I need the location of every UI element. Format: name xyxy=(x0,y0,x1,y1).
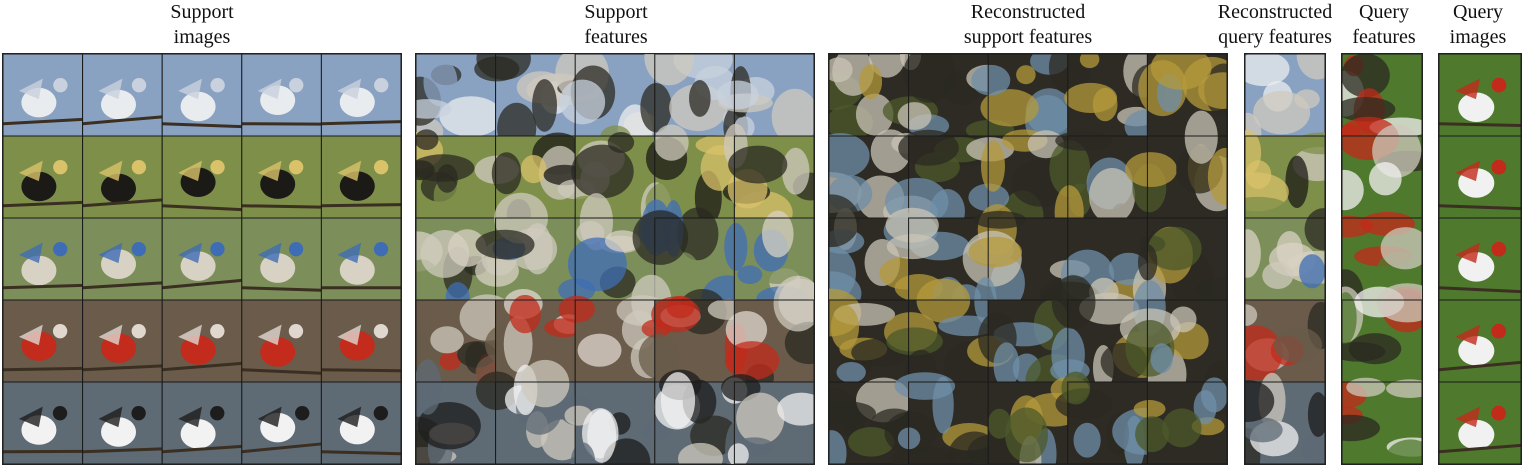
support-images-tile xyxy=(3,381,84,464)
caption-line: images xyxy=(173,26,231,48)
query-images-tile xyxy=(1439,217,1521,301)
reconstructed-support-features-grid xyxy=(828,53,1228,465)
query-images-strip xyxy=(1438,53,1522,465)
support-features-tile xyxy=(716,54,814,148)
caption-line: Query xyxy=(1359,1,1409,23)
support-images-tile xyxy=(82,381,163,464)
reconstructed-support-tile xyxy=(829,54,910,141)
reconstructed-support-tile xyxy=(962,204,1093,315)
caption-query-images: Query images xyxy=(1438,0,1518,50)
support-images-tile xyxy=(320,135,401,219)
support-images-tile xyxy=(320,54,401,137)
caption-line: features xyxy=(584,26,648,48)
support-images-tile xyxy=(82,217,163,301)
support-images-tile xyxy=(320,217,401,301)
reconstructed-query-tile xyxy=(1245,208,1325,301)
support-images-tile xyxy=(3,54,84,137)
caption-line: images xyxy=(1449,26,1507,48)
reconstructed-support-tile xyxy=(1131,54,1227,137)
reconstructed-support-tile xyxy=(829,377,919,464)
caption-line: Reconstructed xyxy=(1217,1,1333,23)
support-images-tile xyxy=(241,54,322,137)
support-images-tile xyxy=(82,54,163,137)
support-images-tile xyxy=(3,217,84,301)
support-images-tile xyxy=(161,217,243,301)
reconstructed-query-tile xyxy=(1245,299,1325,383)
reconstructed-support-tile xyxy=(1132,217,1227,315)
caption-line: features xyxy=(1352,26,1416,48)
support-images-tile xyxy=(161,54,243,137)
support-images-tile xyxy=(82,135,163,219)
support-images-grid xyxy=(2,53,402,465)
caption-reconstructed-support: Reconstructed support features xyxy=(938,0,1118,50)
support-features-tile xyxy=(638,288,750,383)
caption-line: Query xyxy=(1453,1,1503,23)
caption-reconstructed-query: Reconstructed query features xyxy=(1208,0,1342,50)
caption-support-images: Support images xyxy=(150,0,254,50)
caption-line: query features xyxy=(1218,26,1332,48)
support-features-tile xyxy=(416,129,497,219)
support-images-tile xyxy=(320,299,401,383)
support-features-tile xyxy=(724,275,814,391)
support-features-tile xyxy=(416,359,497,464)
support-images-tile xyxy=(161,135,243,219)
reconstructed-query-features-strip xyxy=(1244,53,1326,465)
support-features-tile xyxy=(724,210,814,311)
caption-support-features: Support features xyxy=(556,0,676,50)
query-images-tile xyxy=(1439,299,1521,383)
caption-line: Support xyxy=(584,1,648,23)
query-features-tile xyxy=(1342,211,1422,322)
support-images-tile xyxy=(3,299,84,383)
support-images-tile xyxy=(3,135,84,219)
support-features-grid xyxy=(415,53,815,465)
caption-query-features: Query features xyxy=(1344,0,1424,50)
query-features-tile xyxy=(1342,283,1422,383)
caption-line: Reconstructed xyxy=(970,1,1086,23)
query-images-tile xyxy=(1439,135,1521,219)
reconstructed-support-tile xyxy=(829,288,910,383)
support-images-tile xyxy=(161,381,243,464)
reconstructed-support-tile xyxy=(1049,130,1148,240)
query-images-tile xyxy=(1439,381,1521,464)
support-images-tile xyxy=(241,299,322,383)
support-features-tile xyxy=(640,54,743,137)
caption-line: support features xyxy=(963,26,1093,48)
support-images-tile xyxy=(241,381,322,464)
support-features-tile xyxy=(642,369,738,464)
support-features-tile xyxy=(721,374,814,464)
reconstructed-support-tile xyxy=(1125,110,1227,219)
support-images-tile xyxy=(82,299,163,383)
reconstructed-query-tile xyxy=(1245,372,1325,464)
reconstructed-query-tile xyxy=(1245,130,1325,219)
support-features-tile xyxy=(558,274,672,383)
query-features-strip xyxy=(1341,53,1423,465)
support-features-tile xyxy=(416,217,497,313)
support-images-tile xyxy=(320,381,401,464)
support-images-tile xyxy=(161,299,243,383)
reconstructed-support-tile xyxy=(1133,360,1227,464)
support-images-tile xyxy=(241,217,322,301)
query-images-tile xyxy=(1439,54,1521,137)
support-features-tile xyxy=(558,381,656,464)
query-features-tile xyxy=(1342,377,1422,464)
support-images-tile xyxy=(241,135,322,219)
support-features-tile xyxy=(475,359,584,464)
support-features-tile xyxy=(475,192,576,301)
caption-line: Support xyxy=(170,1,234,23)
